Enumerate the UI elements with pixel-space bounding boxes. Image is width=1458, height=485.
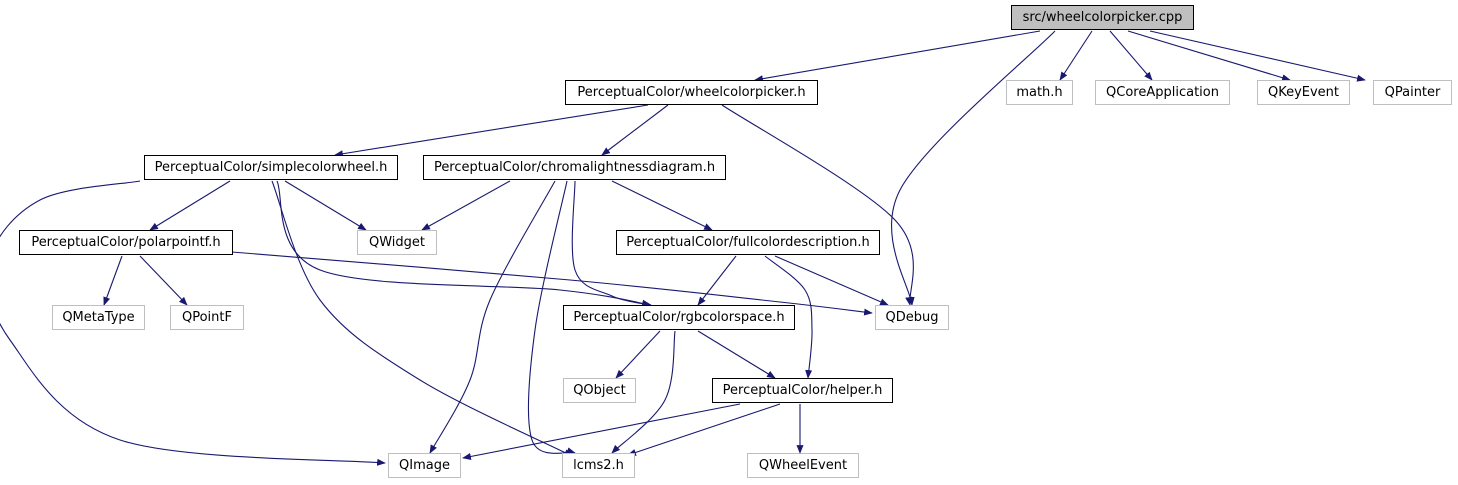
node-label: PerceptualColor/fullcolordescription.h — [626, 235, 870, 250]
edge-cld_h-to-fcd_h — [611, 180, 713, 231]
node-helper-h[interactable]: PerceptualColor/helper.h — [712, 378, 893, 403]
node-label: QPainter — [1384, 85, 1441, 100]
node-qpainter[interactable]: QPainter — [1373, 80, 1452, 105]
edge-helper_h-to-lcms2 — [627, 403, 781, 456]
edge-rgb_h-to-qobject — [615, 330, 661, 379]
edge-ppf_h-to-qmetatype — [103, 255, 123, 306]
node-label: PerceptualColor/polarpointf.h — [31, 235, 221, 250]
node-label: PerceptualColor/chromalightnessdiagram.h — [433, 160, 716, 175]
node-label: PerceptualColor/rgbcolorspace.h — [573, 310, 785, 325]
node-label: QImage — [399, 458, 450, 473]
node-qdebug[interactable]: QDebug — [875, 305, 949, 330]
edge-rgb_h-to-helper_h — [697, 330, 776, 379]
edge-fcd_h-to-qdebug — [774, 255, 889, 306]
node-lcms2-h[interactable]: lcms2.h — [562, 453, 635, 478]
node-simplecolorwheel-h[interactable]: PerceptualColor/simplecolorwheel.h — [144, 155, 398, 180]
node-label: QWheelEvent — [758, 458, 848, 473]
edge-root-to-wcp_h — [754, 30, 1041, 83]
node-math-h[interactable]: math.h — [1006, 80, 1073, 105]
node-label: PerceptualColor/simplecolorwheel.h — [154, 160, 388, 175]
node-qmetatype[interactable]: QMetaType — [52, 305, 145, 330]
node-qwheelevent[interactable]: QWheelEvent — [747, 453, 859, 478]
node-qpointf[interactable]: QPointF — [170, 305, 244, 330]
node-fullcolordescription-h[interactable]: PerceptualColor/fullcolordescription.h — [616, 230, 880, 255]
edge-root-to-qcoreapp — [1109, 30, 1153, 81]
node-qobject[interactable]: QObject — [563, 378, 636, 403]
node-label: QDebug — [885, 310, 939, 325]
node-label: PerceptualColor/helper.h — [722, 383, 883, 398]
node-qwidget[interactable]: QWidget — [357, 230, 437, 255]
node-label: QPointF — [182, 310, 232, 325]
edge-scw_h-to-lcms2 — [271, 180, 573, 457]
node-label: QCoreApplication — [1106, 85, 1219, 100]
edge-helper_h-to-qimage — [462, 403, 741, 460]
edge-cld_h-to-rgb_h — [571, 180, 651, 307]
node-label: math.h — [1016, 85, 1063, 100]
node-label: lcms2.h — [573, 458, 624, 473]
node-qkeyevent[interactable]: QKeyEvent — [1257, 80, 1350, 105]
node-polarpointf-h[interactable]: PerceptualColor/polarpointf.h — [19, 230, 233, 255]
node-rgbcolorspace-h[interactable]: PerceptualColor/rgbcolorspace.h — [563, 305, 795, 330]
edge-ppf_h-to-qdebug — [231, 251, 873, 316]
edge-wcp_h-to-cld_h — [601, 104, 669, 156]
edge-scw_h-to-qwidget — [284, 180, 367, 231]
node-label: PerceptualColor/wheelcolorpicker.h — [577, 85, 806, 100]
node-label: QWidget — [368, 235, 425, 250]
edge-fcd_h-to-helper_h — [764, 255, 813, 379]
edge-fcd_h-to-rgb_h — [697, 255, 737, 306]
node-root[interactable]: src/wheelcolorpicker.cpp — [1011, 5, 1194, 30]
edge-layer — [0, 30, 1366, 466]
edge-root-to-qdebug — [890, 30, 1056, 306]
node-label: QKeyEvent — [1267, 85, 1340, 100]
edge-cld_h-to-qwidget — [421, 180, 511, 231]
node-label: QObject — [573, 383, 626, 398]
node-qimage[interactable]: QImage — [388, 453, 461, 478]
edge-rgb_h-to-lcms2 — [611, 330, 676, 454]
node-label: src/wheelcolorpicker.cpp — [1022, 10, 1183, 25]
edge-ppf_h-to-qpointf — [139, 255, 188, 306]
edge-root-to-qkeyevent — [1127, 30, 1291, 82]
node-wheelcolorpicker-h[interactable]: PerceptualColor/wheelcolorpicker.h — [565, 80, 818, 105]
node-label: QMetaType — [62, 310, 135, 325]
edge-cld_h-to-lcms2 — [527, 180, 576, 455]
edge-wcp_h-to-scw_h — [334, 104, 649, 158]
node-chromalightnessdiagram-h[interactable]: PerceptualColor/chromalightnessdiagram.h — [423, 155, 726, 180]
edge-root-to-math — [1059, 30, 1093, 81]
edge-scw_h-to-qimage — [0, 180, 386, 466]
edge-wcp_h-to-qdebug — [721, 104, 914, 306]
edge-cld_h-to-qimage — [429, 180, 556, 454]
edge-root-to-qpainter — [1149, 30, 1366, 82]
edge-scw_h-to-rgb_h — [276, 180, 652, 308]
edge-scw_h-to-ppf_h — [149, 180, 231, 231]
node-qcoreapplication[interactable]: QCoreApplication — [1095, 80, 1230, 105]
